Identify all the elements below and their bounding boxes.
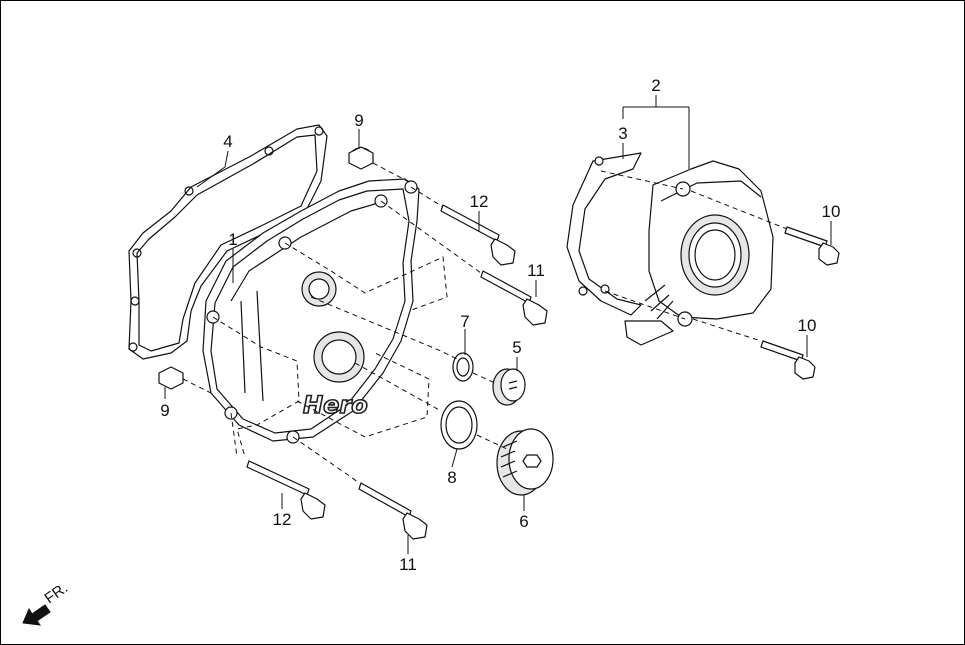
callout-5: 5: [512, 338, 521, 357]
left-crankcase-cover: Hero: [202, 178, 420, 444]
crankcase-gasket: [128, 124, 328, 360]
callout-2: 2: [651, 76, 660, 95]
crankshaft-hole-cap-6: [496, 428, 554, 496]
callout-9-lower: 9: [160, 401, 169, 420]
callout-1: 1: [228, 230, 237, 249]
callout-7: 7: [460, 312, 469, 331]
bolt-12-upper: [440, 204, 516, 266]
callout-4: 4: [223, 132, 232, 151]
front-direction-marker: FR.: [22, 579, 72, 626]
bolt-12-lower: [246, 460, 326, 520]
callout-11-upper: 11: [527, 261, 545, 280]
sprocket-cover: [624, 160, 774, 346]
sprocket-inner-cover: [566, 152, 642, 316]
callout-10-lower: 10: [798, 316, 817, 335]
callouts: 1 2 3 4 5 6 7 8 9 9 10 10 11 11 12 12: [160, 76, 840, 574]
callout-9-upper: 9: [354, 111, 363, 130]
bolt-11-upper: [480, 270, 548, 326]
bolt-10-lower: [760, 340, 816, 380]
assembly-lines: [182, 162, 788, 484]
callout-6: 6: [519, 512, 528, 531]
front-marker-label: FR.: [42, 579, 72, 607]
timing-hole-cap-5: [492, 368, 526, 406]
leader-lines: [164, 95, 832, 554]
o-ring-7: [452, 352, 474, 382]
callout-11-lower: 11: [399, 555, 417, 574]
bolt-11-lower: [358, 482, 428, 540]
dowel-pin-upper: [348, 146, 374, 170]
callout-8: 8: [447, 468, 456, 487]
callout-12-upper: 12: [470, 192, 489, 211]
callout-10-upper: 10: [822, 202, 841, 221]
front-arrow-icon: [22, 604, 51, 626]
o-ring-8: [440, 400, 478, 450]
dowel-pin-lower: [158, 366, 184, 390]
brand-mark: Hero: [303, 391, 368, 419]
callout-12-lower: 12: [273, 510, 292, 529]
callout-3: 3: [618, 124, 627, 143]
